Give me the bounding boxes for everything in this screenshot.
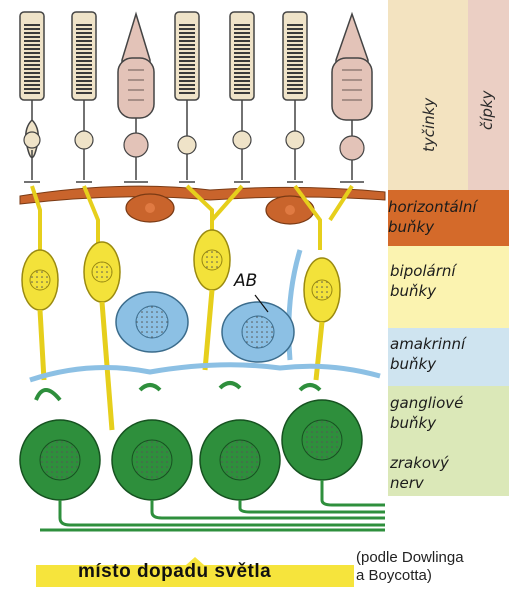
light-entry-caption: místo dopadu světla — [78, 561, 271, 583]
annotation-ab: AB — [234, 271, 257, 291]
rod-cell — [72, 12, 96, 182]
legend-label-horizontal-line1: horizontální — [388, 198, 477, 216]
legend-label-bipolar-line2: buňky — [390, 282, 436, 300]
cone-cell — [118, 14, 154, 182]
legend-label-bipolar-line1: bipolární — [390, 262, 456, 280]
legend-label-nerve-line2: nerv — [390, 474, 424, 492]
legend-label-nerve-line1: zrakový — [390, 454, 449, 472]
rod-cell — [20, 12, 44, 182]
legend-label-ganglion-line1: gangliové — [390, 394, 463, 412]
legend-band-rods — [388, 0, 468, 190]
legend-label-amacrine-line2: buňky — [390, 355, 436, 373]
legend-label-cones: čípky — [478, 91, 496, 131]
source-credit: (podle Dowlinga a Boycotta) — [356, 549, 464, 585]
rod-cells — [20, 12, 307, 182]
legend-label-ganglion-line2: buňky — [390, 414, 436, 432]
retina-layers-illustration — [0, 0, 390, 560]
rod-cell — [230, 12, 254, 182]
source-credit-line2: a Boycotta) — [356, 567, 464, 585]
cone-cell — [332, 14, 372, 182]
rod-cell — [283, 12, 307, 182]
ganglion-cells — [20, 383, 385, 530]
rod-cell — [175, 12, 199, 182]
legend-label-rods: tyčinky — [420, 98, 438, 152]
legend-label-horizontal-line2: buňky — [388, 218, 434, 236]
legend-label-amacrine-line1: amakrinní — [390, 335, 465, 353]
source-credit-line1: (podle Dowlinga — [356, 549, 464, 567]
